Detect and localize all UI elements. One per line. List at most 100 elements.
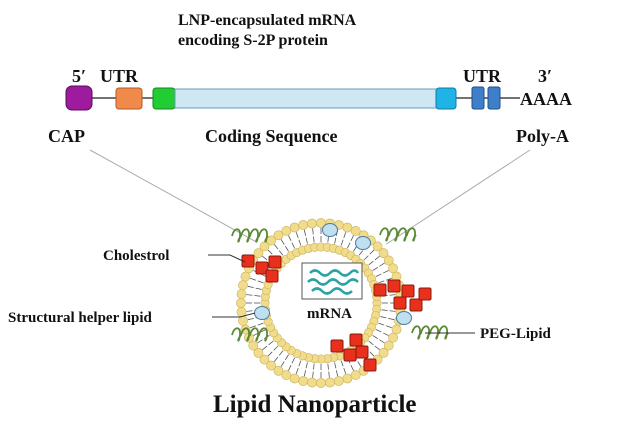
- lipid-tail-outer: [288, 364, 292, 371]
- lipid-tail-inner: [268, 340, 274, 346]
- mrna-core-box: [301, 262, 363, 300]
- cholesterol-molecule: [355, 345, 369, 359]
- lipid-tail-outer: [257, 339, 263, 344]
- lipid-tail-inner: [334, 237, 337, 244]
- lipid-head-outer: [350, 370, 361, 380]
- cholesterol-molecule: [373, 283, 387, 297]
- lipid-tail-outer: [357, 361, 362, 367]
- cholesterol-molecule: [401, 284, 415, 298]
- lipid-head-outer: [273, 365, 284, 376]
- lipid-tail-inner: [313, 236, 315, 243]
- lipid-tail-outer: [379, 262, 385, 267]
- lipid-tail-inner: [380, 316, 387, 319]
- cholesterol-molecule: [409, 298, 423, 312]
- lipid-tail-outer: [288, 235, 292, 242]
- nanoparticle-title: Lipid Nanoparticle: [213, 391, 417, 418]
- lipid-tail-outer: [350, 235, 354, 242]
- lipid-tail-outer: [389, 294, 396, 296]
- lipid-head-outer: [281, 370, 292, 380]
- lipid-bilayer: [236, 218, 406, 388]
- lipid-tail-inner: [255, 287, 262, 290]
- cholesterol-molecule: [255, 261, 269, 275]
- helper-lipid: [322, 223, 338, 237]
- coding-sequence-label: Coding Sequence: [205, 126, 338, 146]
- lipid-tail-outer: [303, 229, 307, 236]
- coding-sequence-block: [174, 88, 438, 109]
- lipid-head-outer: [236, 289, 247, 299]
- lipid-head-outer: [273, 230, 284, 241]
- lipid-head-outer: [378, 347, 389, 358]
- lipid-tail-inner: [305, 362, 308, 369]
- lipid-head-outer: [383, 255, 394, 266]
- poly-a-label: Poly-A: [516, 126, 569, 146]
- cholesterol-molecule: [387, 279, 401, 293]
- lipid-tail-inner: [340, 239, 344, 246]
- lipid-tail-outer: [374, 255, 380, 261]
- mrna-strand-3: [311, 287, 353, 295]
- lipid-head-outer: [372, 241, 383, 252]
- mrna-strand-2: [307, 278, 359, 286]
- peg-lipid-label: PEG-Lipid: [480, 326, 552, 342]
- lipid-head-outer: [378, 248, 389, 259]
- lipid-head-outer: [253, 248, 264, 259]
- lipid-tail-inner: [347, 242, 351, 249]
- lipid-tail-outer: [350, 364, 354, 371]
- lipid-head-outer: [298, 376, 309, 386]
- lipid-tail-inner: [372, 335, 378, 339]
- lipid-head-outer: [383, 340, 394, 351]
- lipid-tail-outer: [273, 244, 279, 250]
- header-line-2: encoding S-2P protein: [178, 32, 328, 49]
- lipid-head-outer: [281, 226, 292, 236]
- lipid-tail-inner: [340, 360, 344, 367]
- helper-lipid-label: Structural helper lipid: [8, 310, 153, 326]
- lipid-head-outer: [236, 298, 246, 308]
- lipid-tail-inner: [298, 360, 302, 367]
- mrna-core-label: mRNA: [307, 306, 352, 322]
- lipid-tail-outer: [343, 232, 347, 239]
- lipid-head-outer: [388, 263, 398, 274]
- lipid-tail-inner: [327, 363, 329, 370]
- cholesterol-molecule: [268, 255, 282, 269]
- cholesterol-molecule: [330, 339, 344, 353]
- lipid-head-outer: [342, 222, 353, 233]
- utr3-block-b: [487, 86, 501, 110]
- lipid-tail-inner: [285, 246, 289, 252]
- utr-right-label: UTR: [463, 66, 502, 86]
- lipid-tail-outer: [246, 310, 253, 312]
- lipid-head-outer: [289, 222, 300, 233]
- lipid-tail-outer: [247, 285, 254, 289]
- lipid-tail-inner: [257, 280, 264, 284]
- lipid-tail-inner: [285, 354, 289, 360]
- lipid-tail-outer: [312, 371, 314, 378]
- lipid-head-outer: [391, 324, 402, 335]
- lipid-head-outer: [307, 377, 317, 388]
- lipid-head-outer: [240, 271, 251, 282]
- lipid-tail-inner: [372, 267, 378, 271]
- helper-lipid: [396, 311, 412, 325]
- lipid-tail-outer: [303, 370, 307, 377]
- structural-helper-lipids: [254, 223, 412, 325]
- lipid-tail-outer: [250, 325, 257, 329]
- lipid-tail-outer: [328, 371, 330, 378]
- lipid-tail-outer: [246, 294, 253, 296]
- lipid-tail-inner: [378, 280, 385, 284]
- lipid-tail-outer: [295, 367, 299, 374]
- lipid-tail-outer: [280, 361, 285, 367]
- start-codon-block: [152, 87, 176, 110]
- lipid-tail-outer: [273, 356, 279, 362]
- lipid-tail-outer: [369, 249, 375, 255]
- lipid-head-outer: [238, 315, 248, 326]
- utr3-block-a: [471, 86, 485, 110]
- lipid-tail-inner: [327, 236, 329, 243]
- lipid-tail-outer: [312, 228, 314, 235]
- lipid-tail-inner: [358, 250, 364, 256]
- lipid-tail-outer: [267, 351, 273, 357]
- lipid-tail-inner: [353, 246, 357, 252]
- cholesterol-molecule: [393, 296, 407, 310]
- lipid-tail-outer: [335, 370, 339, 377]
- lipid-head-outer: [316, 378, 326, 388]
- lipid-tail-outer: [247, 317, 254, 321]
- lipid-tail-inner: [291, 242, 295, 249]
